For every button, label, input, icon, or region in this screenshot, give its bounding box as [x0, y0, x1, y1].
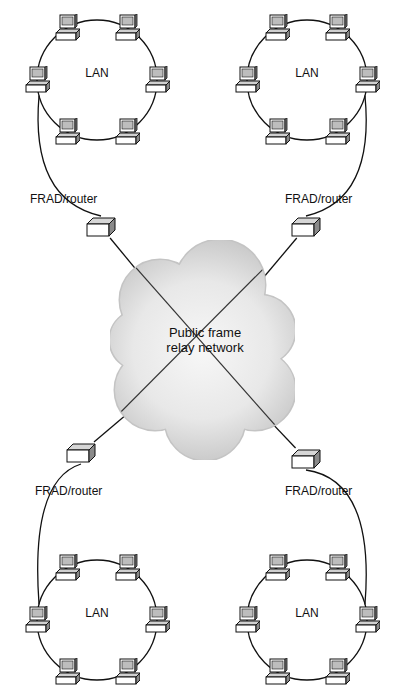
ring-circle: [247, 560, 367, 680]
router-device: [85, 216, 117, 238]
connector-line: [261, 238, 296, 280]
ring-circle: [247, 20, 367, 140]
frad-router: FRAD/router: [280, 188, 380, 250]
ring-outline: [7, 540, 187, 700]
router-label: FRAD/router: [35, 484, 102, 498]
router-label: FRAD/router: [285, 484, 352, 498]
computer-icons: [26, 14, 380, 684]
lan-ring: LAN: [217, 0, 397, 160]
frad-router: FRAD/router: [280, 440, 380, 502]
lan-label: LAN: [217, 66, 397, 80]
cloud-label: Public frame relay network: [165, 325, 245, 355]
router-device: [290, 448, 322, 470]
router-label: FRAD/router: [30, 192, 97, 206]
lan-label: LAN: [217, 606, 397, 620]
router-label: FRAD/router: [285, 192, 352, 206]
frad-router: FRAD/router: [30, 188, 130, 250]
lan-label: LAN: [7, 66, 187, 80]
ring-outline: [217, 540, 397, 700]
router-device: [65, 442, 97, 464]
router-device: [290, 216, 322, 238]
ring-circle: [37, 20, 157, 140]
lan-ring: LAN: [217, 540, 397, 700]
frad-router: FRAD/router: [30, 440, 130, 502]
ring-outline: [7, 0, 187, 160]
lan-ring: LAN: [7, 540, 187, 700]
lan-label: LAN: [7, 606, 187, 620]
ring-circle: [37, 560, 157, 680]
network-cloud: Public frame relay network: [110, 240, 295, 460]
lan-ring: LAN: [7, 0, 187, 160]
ring-outline: [217, 0, 397, 160]
